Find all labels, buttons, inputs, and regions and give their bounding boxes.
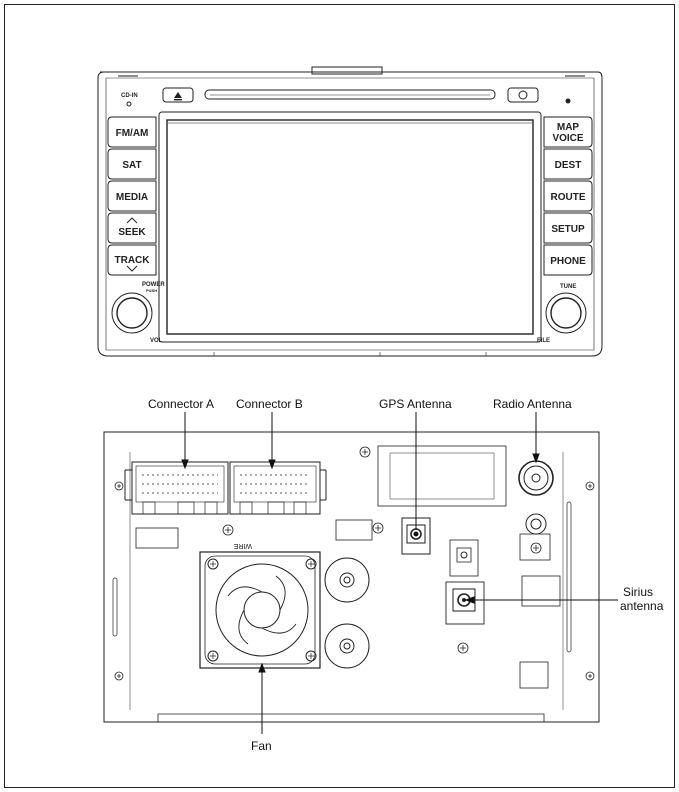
push-label: PUSH: [146, 288, 157, 293]
button-dest[interactable]: [543, 148, 593, 180]
rear-panel-outline: [103, 431, 600, 723]
button-route-label: ROUTE: [551, 192, 586, 203]
display-screen-outer: [158, 111, 542, 343]
volume-knob[interactable]: [116, 297, 148, 329]
button-phone[interactable]: [543, 244, 593, 276]
direction-icon: [518, 90, 528, 100]
direction-button[interactable]: [507, 87, 539, 103]
callout-sirius-line2: antenna: [620, 599, 664, 613]
eject-icon: [174, 92, 182, 100]
callout-sirius-line1: Sirius: [623, 585, 653, 599]
callout-connector-a: Connector A: [148, 397, 214, 411]
button-seek-label: SEEK: [118, 227, 146, 238]
wire-mark: WIRE: [233, 542, 252, 549]
indicator-dot: [565, 98, 571, 104]
sirius-antenna-connector: [445, 581, 485, 625]
tune-knob[interactable]: [550, 297, 582, 329]
button-fm-am-label: FM/AM: [116, 128, 149, 139]
gps-antenna-housing: [377, 445, 507, 507]
seek-up-icon: [126, 217, 138, 224]
button-media[interactable]: [107, 180, 157, 212]
file-label: FILE: [537, 338, 550, 344]
cd-in-label: CD-IN: [121, 93, 138, 99]
volume-knob-ring: [111, 292, 153, 334]
button-sat[interactable]: [107, 148, 157, 180]
connector-a: [124, 461, 229, 515]
connector-b: [229, 461, 327, 515]
vol-label: VOL: [150, 338, 163, 344]
button-media-label: MEDIA: [116, 192, 148, 203]
disc-slot: [204, 89, 496, 100]
tune-knob-ring: [545, 292, 587, 334]
callout-connector-b: Connector B: [236, 397, 303, 411]
display-screen: [166, 119, 534, 335]
button-phone-label: PHONE: [550, 256, 586, 267]
radio-antenna-connector: [518, 460, 554, 535]
bezel-inner-outline: [105, 77, 595, 351]
right-button-column: MAP VOICE DEST ROUTE SETUP PHONE: [543, 116, 593, 276]
track-down-icon: [126, 265, 138, 272]
button-seek[interactable]: [107, 212, 157, 244]
cd-in-led: [126, 101, 132, 107]
button-setup[interactable]: [543, 212, 593, 244]
button-route[interactable]: [543, 180, 593, 212]
button-map-label: MAP: [557, 122, 580, 133]
tune-label: TUNE: [560, 284, 576, 290]
callout-fan: Fan: [251, 739, 272, 753]
mounting-screws: [114, 446, 595, 681]
button-fm-am[interactable]: [107, 116, 157, 148]
left-button-column: FM/AM SAT MEDIA SEEK TRACK: [107, 116, 157, 276]
button-track[interactable]: [107, 244, 157, 276]
power-label: POWER: [142, 282, 165, 288]
button-sat-label: SAT: [122, 160, 141, 171]
page-frame: [4, 4, 675, 788]
callout-gps-antenna: GPS Antenna: [379, 397, 452, 411]
button-track-label: TRACK: [115, 255, 151, 266]
top-tab: [311, 66, 383, 75]
cooling-fan: [199, 551, 321, 669]
round-port-lower: [324, 623, 370, 669]
bezel-outline: [97, 71, 603, 357]
eject-button[interactable]: [162, 87, 194, 103]
button-setup-label: SETUP: [551, 224, 585, 235]
round-port-upper: [324, 557, 370, 603]
button-map-voice[interactable]: [543, 116, 593, 148]
callout-lines: [181, 412, 618, 734]
button-dest-label: DEST: [555, 160, 582, 171]
head-unit-rear: WIRE: [103, 397, 664, 753]
callout-radio-antenna: Radio Antenna: [493, 397, 572, 411]
head-unit-front: CD-IN FM/AM SAT MEDIA SEEK TRACK MAP VOI…: [97, 66, 603, 357]
button-voice-label: VOICE: [552, 133, 583, 144]
